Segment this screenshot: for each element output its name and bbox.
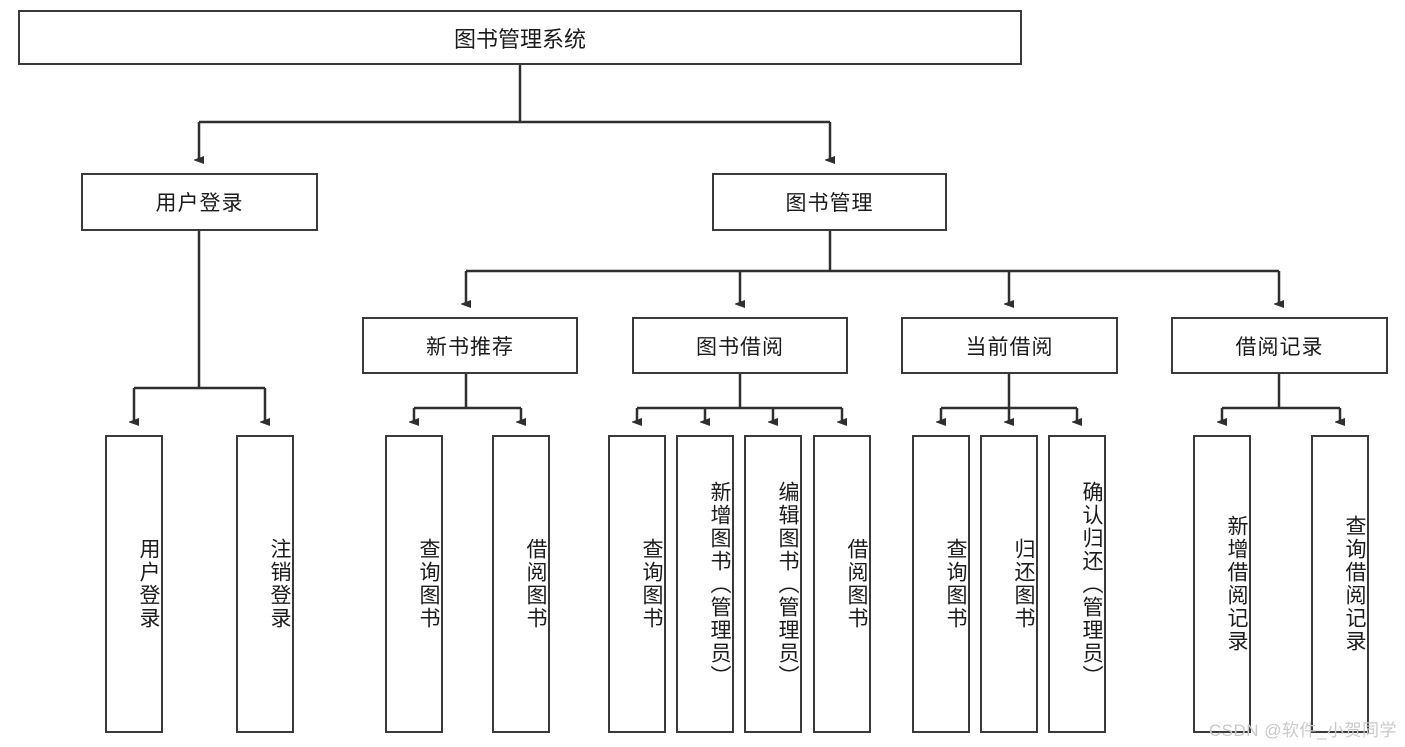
node-label: 用户登录 — [137, 538, 160, 630]
node-label: 图书管理 — [785, 192, 874, 215]
node-label: 归还图书 — [1012, 538, 1035, 630]
node-label: 新书推荐 — [426, 335, 514, 359]
leaf-return-book[interactable]: 归还图书 — [980, 435, 1038, 733]
node-label: 图书管理系统 — [453, 26, 586, 52]
node-label: 新增借阅记录 — [1225, 515, 1248, 653]
node-label: 注销登录 — [268, 538, 291, 630]
node-new-book-recommend[interactable]: 新书推荐 — [362, 317, 578, 374]
leaf-query-book-recommend[interactable]: 查询图书 — [385, 435, 443, 733]
leaf-query-book[interactable]: 查询图书 — [608, 435, 666, 733]
node-label: 确认归还（管理员） — [1080, 480, 1103, 688]
node-current-borrow[interactable]: 当前借阅 — [901, 317, 1118, 374]
leaf-borrow-book[interactable]: 借阅图书 — [813, 435, 871, 733]
leaf-edit-book-admin[interactable]: 编辑图书（管理员） — [744, 435, 802, 733]
node-label: 查询图书 — [417, 538, 440, 630]
leaf-confirm-return-admin[interactable]: 确认归还（管理员） — [1048, 435, 1106, 733]
node-label: 借阅图书 — [845, 538, 868, 630]
leaf-logout[interactable]: 注销登录 — [236, 435, 294, 733]
node-user-login[interactable]: 用户登录 — [81, 173, 318, 231]
node-borrow-record[interactable]: 借阅记录 — [1171, 317, 1388, 374]
csdn-watermark: CSDN @软件_小贺同学 — [1208, 721, 1397, 740]
node-label: 借阅记录 — [1235, 335, 1324, 359]
leaf-query-book-current[interactable]: 查询图书 — [912, 435, 970, 733]
leaf-borrow-book-recommend[interactable]: 借阅图书 — [492, 435, 550, 733]
node-label: 查询借阅记录 — [1343, 515, 1366, 653]
leaf-query-borrow-record[interactable]: 查询借阅记录 — [1311, 435, 1369, 733]
leaf-add-borrow-record[interactable]: 新增借阅记录 — [1193, 435, 1251, 733]
node-label: 借阅图书 — [524, 538, 547, 630]
node-label: 新增图书（管理员） — [708, 480, 731, 688]
node-label: 当前借阅 — [965, 335, 1054, 359]
leaf-user-login[interactable]: 用户登录 — [105, 435, 163, 733]
node-book-borrow[interactable]: 图书借阅 — [632, 317, 848, 374]
node-label: 查询图书 — [944, 538, 967, 630]
node-label: 编辑图书（管理员） — [776, 480, 799, 688]
leaf-add-book-admin[interactable]: 新增图书（管理员） — [676, 435, 734, 733]
node-label: 用户登录 — [155, 192, 244, 215]
node-root-system[interactable]: 图书管理系统 — [18, 10, 1022, 65]
node-book-management[interactable]: 图书管理 — [712, 173, 947, 231]
node-label: 图书借阅 — [696, 335, 784, 359]
node-label: 查询图书 — [640, 538, 663, 630]
